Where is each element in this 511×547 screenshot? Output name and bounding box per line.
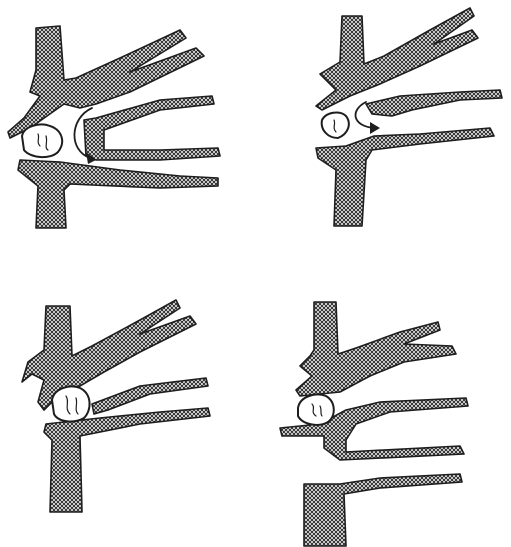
arrowhead: [370, 122, 380, 134]
stone: [22, 124, 62, 157]
lower-duct-wall: [44, 408, 210, 512]
stone: [52, 387, 90, 422]
middle-duct-wall: [366, 90, 502, 116]
middle-duct-wall: [92, 378, 208, 414]
panel-bottom-right: [280, 302, 468, 546]
lower-duct-wall: [316, 128, 494, 226]
upper-duct-wall: [296, 302, 456, 396]
lower-duct-wall: [304, 474, 462, 546]
upper-duct-wall: [22, 300, 196, 410]
stone: [298, 395, 334, 425]
panel-top-right: [316, 8, 502, 226]
stone: [322, 113, 349, 138]
panel-top-left: [8, 26, 220, 228]
lower-duct-wall: [18, 160, 218, 228]
panel-bottom-left: [22, 300, 210, 512]
middle-duct-wall: [84, 96, 220, 160]
